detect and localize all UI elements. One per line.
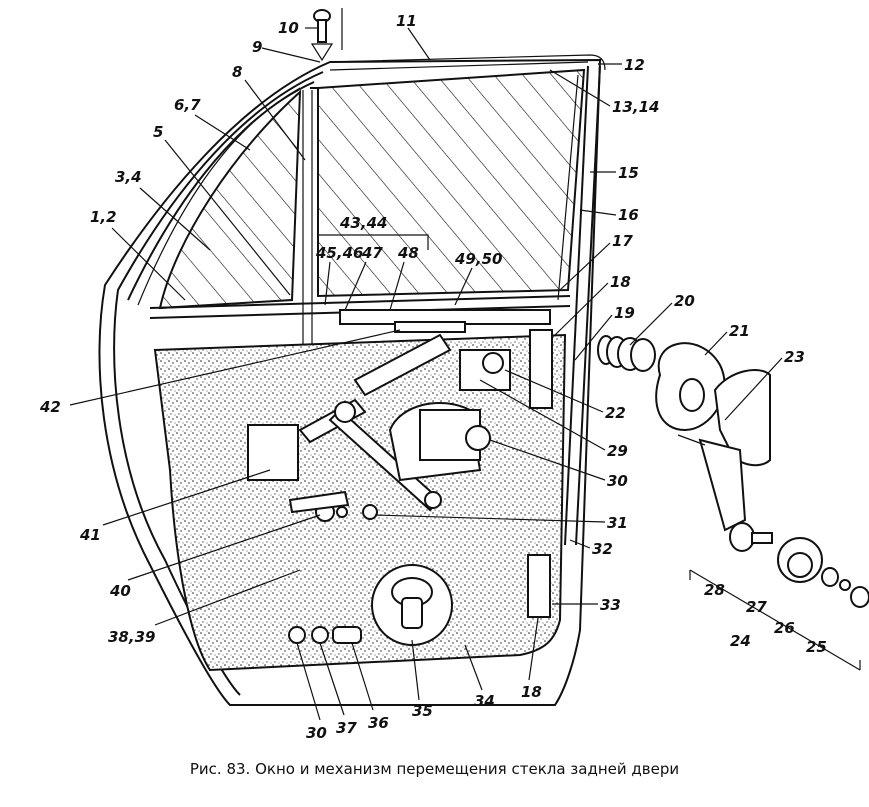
callout-43-44: 43,44 [339, 214, 387, 232]
callout-labels: 1,2 3,4 5 6,7 8 9 10 11 12 13,14 15 16 1… [39, 12, 827, 740]
callout-42: 42 [39, 398, 61, 416]
callout-35: 35 [412, 702, 433, 720]
callout-37: 37 [336, 719, 357, 737]
callout-45-46: 45,46 [315, 244, 363, 262]
lock-knob [371, 564, 453, 646]
callout-12: 12 [624, 56, 645, 74]
callout-16: 16 [618, 206, 639, 224]
callout-8: 8 [232, 63, 242, 81]
callout-27: 27 [746, 598, 767, 616]
door-window-mechanism-drawing: 1,2 3,4 5 6,7 8 9 10 11 12 13,14 15 16 1… [39, 8, 869, 740]
callout-22: 22 [605, 404, 626, 422]
callout-33: 33 [600, 596, 621, 614]
callout-38-39: 38,39 [108, 628, 155, 646]
callout-9: 9 [252, 38, 262, 56]
callout-19: 19 [614, 304, 635, 322]
callout-28: 28 [704, 581, 725, 599]
figure-caption: Рис. 83. Окно и механизм перемещения сте… [189, 760, 680, 778]
exploded-handle-parts [597, 335, 869, 671]
callout-11: 11 [396, 12, 417, 30]
callout-15: 15 [618, 164, 639, 182]
callout-18-top: 18 [610, 273, 631, 291]
callout-34: 34 [474, 692, 495, 710]
callout-24: 24 [730, 632, 751, 650]
callout-32: 32 [592, 540, 613, 558]
callout-3-4: 3,4 [115, 168, 142, 186]
callout-25: 25 [806, 638, 827, 656]
callout-29: 29 [607, 442, 628, 460]
callout-30-right: 30 [607, 472, 628, 490]
callout-23: 23 [784, 348, 805, 366]
callout-26: 26 [774, 619, 795, 637]
callout-30-bottom: 30 [306, 724, 327, 740]
window-regulator [247, 321, 491, 512]
leader-lines [69, 27, 783, 721]
callout-17: 17 [612, 232, 633, 250]
callout-20: 20 [674, 292, 695, 310]
callout-36: 36 [368, 714, 389, 732]
callout-5: 5 [153, 123, 163, 141]
top-screw [310, 8, 343, 62]
callout-41: 41 [79, 526, 101, 544]
callout-18-bottom: 18 [521, 683, 542, 701]
callout-13-14: 13,14 [612, 98, 659, 116]
quarter-window [158, 89, 302, 310]
bracket-43-44 [317, 234, 429, 250]
panel-fasteners [288, 329, 553, 644]
callout-21: 21 [729, 322, 750, 340]
callout-10: 10 [278, 19, 299, 37]
callout-1-2: 1,2 [90, 208, 117, 226]
callout-48: 48 [397, 244, 419, 262]
callout-49-50: 49,50 [454, 250, 502, 268]
rear-guide-channel [557, 65, 601, 546]
callout-31: 31 [607, 514, 628, 532]
callout-6-7: 6,7 [174, 96, 201, 114]
callout-47: 47 [361, 244, 383, 262]
callout-40: 40 [109, 582, 131, 600]
